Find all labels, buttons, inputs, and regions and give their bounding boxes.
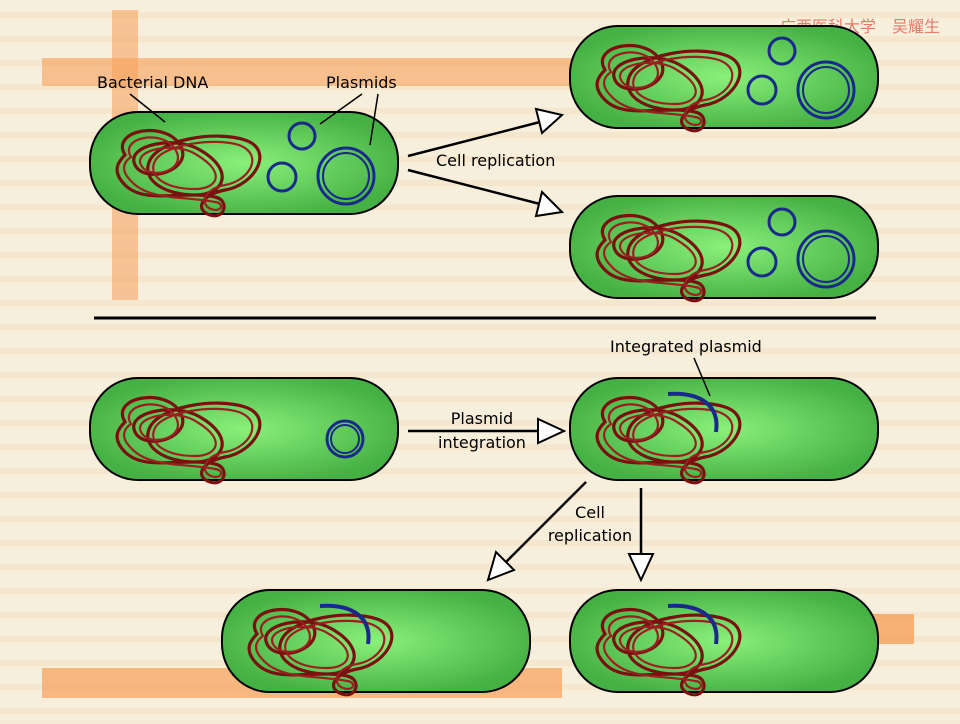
- bacterium-source-bottom: [89, 377, 399, 485]
- label-plasmids: Plasmids: [326, 73, 397, 92]
- integrated-plasmid-segment: [667, 603, 719, 645]
- label-bacterial-dna: Bacterial DNA: [97, 73, 208, 92]
- label-plasmid-integration-line1: Plasmid: [451, 409, 513, 428]
- plasmid-small-2: [746, 246, 778, 278]
- label-integrated-plasmid: Integrated plasmid: [610, 337, 762, 356]
- plasmid-small-2: [746, 74, 778, 106]
- integrated-plasmid-segment: [667, 391, 719, 433]
- label-plasmid-integration-line2: integration: [438, 433, 526, 452]
- plasmid-large: [796, 229, 856, 289]
- pointer-integrated-plasmid: [693, 357, 711, 397]
- plasmid-small-1: [287, 121, 317, 151]
- plasmid-large: [316, 146, 376, 206]
- arrow-replication-straight: [627, 488, 655, 583]
- bacterium-daughter-bottom-2: [569, 589, 879, 697]
- label-cell-replication: Cell replication: [436, 151, 555, 170]
- label-cell-replication-line1: Cell: [575, 503, 605, 522]
- integrated-plasmid-segment: [319, 603, 371, 645]
- arrow-replication-up: [407, 107, 565, 158]
- pointer-plasmids-1: [319, 93, 363, 125]
- bacterium-integrated: [569, 377, 879, 485]
- arrow-replication-down: [407, 168, 565, 218]
- decor-bar-horizontal-top: [42, 58, 602, 86]
- bacterium-daughter-bottom-1: [221, 589, 531, 697]
- bacterium-daughter-top-1: [569, 25, 879, 133]
- bacterium-source-top: [89, 111, 399, 218]
- arrow-replication-left: [486, 481, 587, 582]
- label-cell-replication-line2: replication: [548, 526, 632, 545]
- plasmid-small-1: [767, 207, 797, 237]
- pointer-plasmids-2: [369, 93, 379, 146]
- arrow-plasmid-integration: [408, 417, 567, 445]
- pointer-bacterial-dna: [129, 93, 166, 123]
- plasmid-single: [325, 419, 365, 459]
- bacterium-daughter-top-2: [569, 195, 879, 303]
- plasmid-small-1: [767, 36, 797, 66]
- plasmid-small-2: [266, 161, 298, 193]
- plasmid-large: [796, 60, 856, 120]
